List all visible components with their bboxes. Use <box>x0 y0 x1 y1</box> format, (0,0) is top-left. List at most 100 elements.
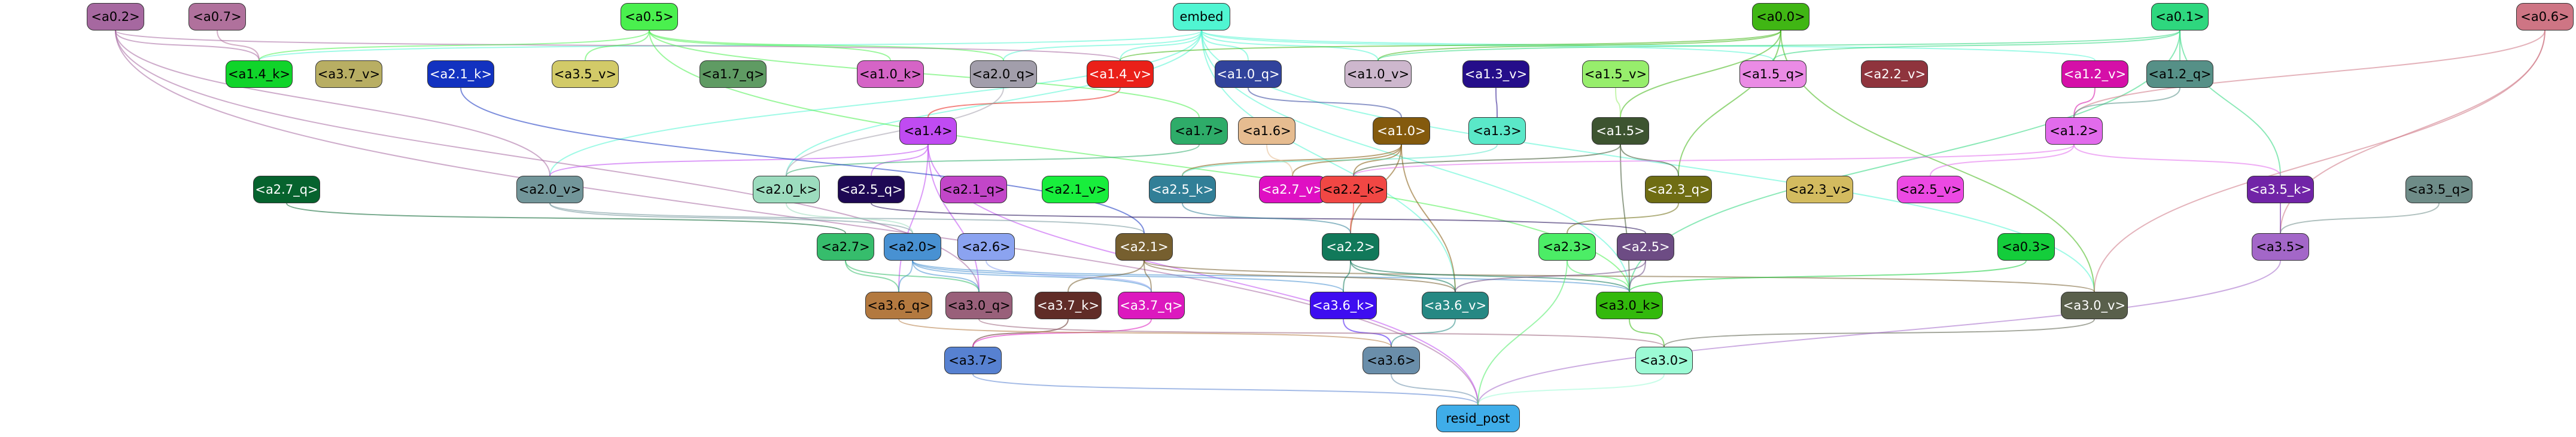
edge-embed-a1_2_v <box>1201 30 2096 61</box>
node-a0-2[interactable]: <a0.2> <box>87 3 144 30</box>
node-a2-0-k[interactable]: <a2.0_k> <box>753 176 820 203</box>
edge-a1_4-a3_0_q <box>927 144 980 292</box>
node-a1-2-v[interactable]: <a1.2_v> <box>2061 60 2128 88</box>
edge-a1_4-a3_6_q <box>898 144 929 292</box>
node-a1-0[interactable]: <a1.0> <box>1373 117 1430 145</box>
node-a3-5-q[interactable]: <a3.5_q> <box>2405 176 2472 203</box>
edge-a2_1-a3_7_k <box>1067 260 1145 292</box>
node-a2-2-k[interactable]: <a2.2_k> <box>1320 176 1387 203</box>
edge-a1_5_v-a1_5 <box>1615 87 1621 118</box>
node-a2-5-q[interactable]: <a2.5_q> <box>838 176 905 203</box>
edge-a1_6-a2_7_v <box>1266 144 1293 176</box>
node-a1-0-v[interactable]: <a1.0_v> <box>1345 60 1412 88</box>
edge-a0_5-a3_5_v <box>585 30 650 61</box>
node-a1-0-q[interactable]: <a1.0_q> <box>1215 60 1282 88</box>
node-a3-0-v[interactable]: <a3.0_v> <box>2061 292 2128 319</box>
edge-a2_7-a3_0_q <box>845 260 980 292</box>
node-a1-5-q[interactable]: <a1.5_q> <box>1739 60 1806 88</box>
node-a2-7[interactable]: <a2.7> <box>817 233 874 261</box>
node-a2-3-q[interactable]: <a2.3_q> <box>1645 176 1712 203</box>
node-a2-5[interactable]: <a2.5> <box>1617 233 1674 261</box>
node-a1-4[interactable]: <a1.4> <box>899 117 957 145</box>
node-a3-6-v[interactable]: <a3.6_v> <box>1422 292 1489 319</box>
node-a2-3-v[interactable]: <a2.3_v> <box>1786 176 1853 203</box>
node-a3-5-k[interactable]: <a3.5_k> <box>2247 176 2314 203</box>
node-a1-7[interactable]: <a1.7> <box>1170 117 1228 145</box>
node-a3-6-k[interactable]: <a3.6_k> <box>1310 292 1377 319</box>
edge-a0_5-a1_0_k <box>649 30 891 61</box>
node-a3-6[interactable]: <a3.6> <box>1362 347 1420 374</box>
node-a3-0-q[interactable]: <a3.0_q> <box>945 292 1012 319</box>
edge-a1_0-a3_6_v <box>1401 144 1456 292</box>
edge-a3_0_q-a3_0 <box>978 319 1665 347</box>
edge-embed-a2_0_q <box>1003 30 1202 61</box>
edge-a2_5_k-a2_2 <box>1182 203 1351 234</box>
node-a3-7-v[interactable]: <a3.7_v> <box>315 60 382 88</box>
node-a3-0-k[interactable]: <a3.0_k> <box>1596 292 1663 319</box>
node-a1-0-k[interactable]: <a1.0_k> <box>857 60 924 88</box>
edge-a0_5-a1_7 <box>649 30 1200 118</box>
node-a3-6-q[interactable]: <a3.6_q> <box>865 292 932 319</box>
node-a1-6[interactable]: <a1.6> <box>1238 117 1295 145</box>
edge-a2_0_v-a2_0 <box>549 203 913 234</box>
node-a2-7-v[interactable]: <a2.7_v> <box>1259 176 1326 203</box>
node-a2-1[interactable]: <a2.1> <box>1115 233 1173 261</box>
node-a2-5-v[interactable]: <a2.5_v> <box>1897 176 1964 203</box>
node-a1-4-v[interactable]: <a1.4_v> <box>1087 60 1154 88</box>
edge-a3_6_v-a3_6 <box>1391 319 1456 347</box>
node-a1-3[interactable]: <a1.3> <box>1468 117 1526 145</box>
node-a1-3-v[interactable]: <a1.3_v> <box>1462 60 1529 88</box>
node-a2-3[interactable]: <a2.3> <box>1538 233 1596 261</box>
node-a1-4-k[interactable]: <a1.4_k> <box>226 60 293 88</box>
node-a0-0[interactable]: <a0.0> <box>1752 3 1809 30</box>
node-a2-2[interactable]: <a2.2> <box>1322 233 1379 261</box>
node-a2-0-q[interactable]: <a2.0_q> <box>970 60 1037 88</box>
node-a1-5-v[interactable]: <a1.5_v> <box>1582 60 1649 88</box>
node-a1-2-q[interactable]: <a1.2_q> <box>2146 60 2213 88</box>
edge-a0_6-a1_2 <box>2073 30 2545 118</box>
node-a0-6[interactable]: <a0.6> <box>2516 3 2574 30</box>
node-a1-7-q[interactable]: <a1.7_q> <box>699 60 767 88</box>
node-a3-7-q[interactable]: <a3.7_q> <box>1118 292 1185 319</box>
node-a2-1-k[interactable]: <a2.1_k> <box>427 60 494 88</box>
node-a3-7-k[interactable]: <a3.7_k> <box>1035 292 1102 319</box>
edge-a3_7_q-a3_7 <box>972 319 1152 347</box>
node-a2-7-q[interactable]: <a2.7_q> <box>253 176 320 203</box>
edge-a2_0_k-a2_0 <box>786 203 913 234</box>
node-a2-0[interactable]: <a2.0> <box>884 233 941 261</box>
edge-embed-a1_4_k <box>258 30 1202 61</box>
node-a0-5[interactable]: <a0.5> <box>621 3 678 30</box>
node-embed[interactable]: embed <box>1173 3 1230 30</box>
edge-a0_1-a1_0_v <box>1377 30 2180 61</box>
edge-a0_0-a1_0_v <box>1377 30 1781 61</box>
edge-a3_6_q-a3_6 <box>898 319 1392 347</box>
node-resid-post[interactable]: resid_post <box>1436 405 1520 432</box>
edge-a1_0-a2_5_k <box>1182 144 1402 176</box>
edge-a2_1_k-a2_1 <box>460 87 1145 234</box>
node-a1-5[interactable]: <a1.5> <box>1592 117 1649 145</box>
node-a0-3[interactable]: <a0.3> <box>1997 233 2055 261</box>
edge-a1_4_v-a1_4 <box>927 87 1121 118</box>
edge-a1_5-a2_2_k <box>1353 144 1621 176</box>
node-a3-5[interactable]: <a3.5> <box>2252 233 2309 261</box>
edge-a2_0-a3_6_k <box>912 260 1344 292</box>
node-a2-2-v[interactable]: <a2.2_v> <box>1861 60 1928 88</box>
node-a1-2[interactable]: <a1.2> <box>2045 117 2103 145</box>
edge-a0_5-a2_0_q <box>649 30 1004 61</box>
edge-a2_0-a3_7_q <box>912 260 1152 292</box>
node-a0-7[interactable]: <a0.7> <box>188 3 246 30</box>
node-a2-1-q[interactable]: <a2.1_q> <box>940 176 1007 203</box>
edge-a0_1-a1_5_q <box>1772 30 2180 61</box>
node-a3-5-v[interactable]: <a3.5_v> <box>552 60 619 88</box>
node-a2-5-k[interactable]: <a2.5_k> <box>1149 176 1216 203</box>
edge-a3_6-resid_post <box>1391 374 1479 405</box>
node-a3-0[interactable]: <a3.0> <box>1635 347 1693 374</box>
node-a0-1[interactable]: <a0.1> <box>2151 3 2209 30</box>
node-a2-1-v[interactable]: <a2.1_v> <box>1042 176 1109 203</box>
node-a2-0-v[interactable]: <a2.0_v> <box>516 176 583 203</box>
node-a3-7[interactable]: <a3.7> <box>944 347 1002 374</box>
node-a2-6[interactable]: <a2.6> <box>957 233 1015 261</box>
edge-a2_1-a3_7_q <box>1143 260 1152 292</box>
edge-embed-a1_4_v <box>1120 30 1202 61</box>
edge-a1_2-a2_5_v <box>1930 144 2075 176</box>
